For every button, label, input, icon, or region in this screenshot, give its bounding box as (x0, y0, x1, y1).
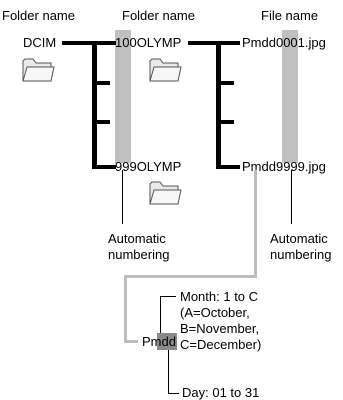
auto-pointer-line-1 (122, 170, 123, 224)
header-file-name: File name (261, 8, 319, 23)
header-folder-name-1: Folder name (2, 8, 75, 23)
month-label-1: Month: 1 to C (180, 289, 259, 304)
file-first-label: Pmdd0001.jpg (242, 35, 326, 50)
number-highlight-folder (115, 30, 131, 163)
month-label-2: (A=October, (180, 305, 250, 320)
tree2-top-connector (188, 41, 220, 45)
auto-numbering-label-2a: Automatic (270, 231, 328, 246)
dd-highlight (157, 333, 177, 350)
auto-numbering-label-2b: numbering (270, 247, 332, 262)
breakdown-bracket-foot (124, 340, 138, 343)
tree2-vertical-trunk (216, 41, 221, 169)
number-highlight-file (282, 30, 298, 163)
day-label: Day: 01 to 31 (182, 385, 260, 400)
breakdown-bracket-horizontal (124, 275, 257, 278)
tree1-branch-last (92, 165, 116, 169)
root-folder-label: DCIM (23, 35, 57, 50)
file-last-label: Pmdd9999.jpg (242, 159, 326, 174)
subfolder-first-label: 100OLYMP (115, 35, 182, 50)
tree1-top-connector (62, 41, 96, 45)
folder-icon (21, 55, 55, 83)
breakdown-bracket-vertical-right (254, 170, 257, 277)
tree1-branch-first (92, 41, 116, 45)
auto-numbering-label-1a: Automatic (108, 231, 166, 246)
header-folder-name-2: Folder name (122, 8, 195, 23)
tree2-branch-first (216, 41, 240, 45)
tree2-branch-3 (216, 120, 234, 124)
auto-numbering-label-1b: numbering (108, 247, 170, 262)
auto-pointer-line-2 (291, 170, 292, 224)
tree1-branch-2 (92, 81, 110, 85)
breakdown-bracket-vertical-left (124, 275, 127, 343)
month-label-3: B=November, (180, 321, 260, 336)
folder-icon (148, 55, 182, 83)
day-pointer-horizontal (168, 393, 179, 394)
tree1-vertical-trunk (92, 41, 97, 169)
subfolder-last-label: 999OLYMP (115, 159, 182, 174)
folder-icon (148, 178, 182, 206)
day-pointer-vertical (168, 350, 169, 393)
tree1-branch-3 (92, 120, 110, 124)
breakdown-code: Pmdd (142, 334, 176, 349)
tree2-branch-2 (216, 81, 234, 85)
tree2-branch-last (216, 165, 240, 169)
month-label-4: C=December) (180, 337, 262, 352)
month-pointer-horizontal (160, 296, 176, 297)
month-pointer-vertical (160, 296, 161, 333)
